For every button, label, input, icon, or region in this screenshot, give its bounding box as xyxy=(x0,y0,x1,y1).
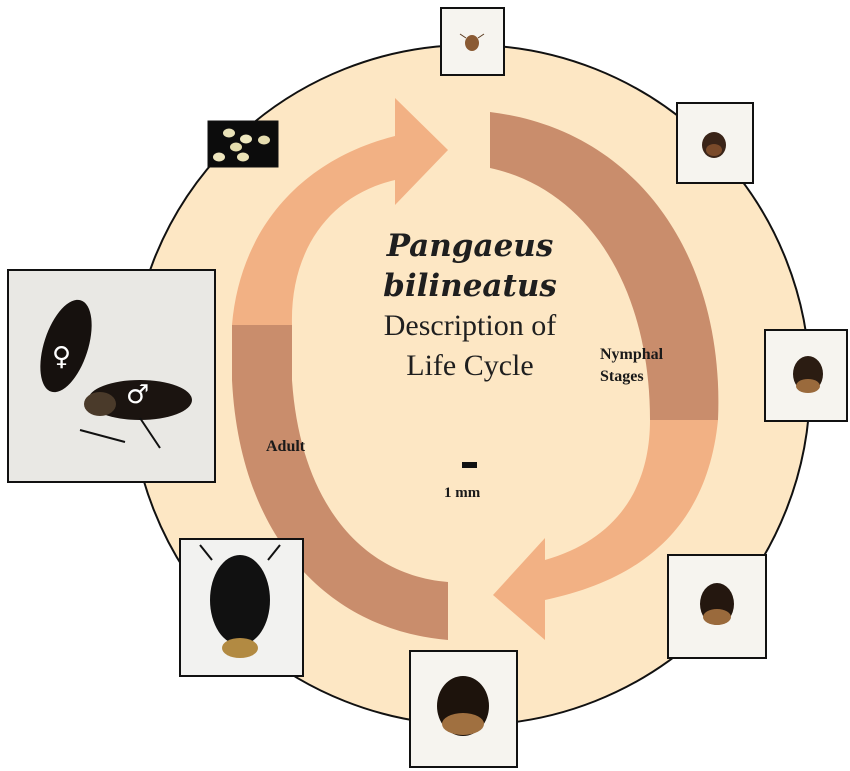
female-symbol: ♀ xyxy=(52,342,71,372)
scale-bar xyxy=(462,462,477,468)
mating-adults-photo xyxy=(8,270,215,482)
diagram-title: Pangaeus bilineatus Description of Life … xyxy=(330,226,610,386)
nymph-1-photo xyxy=(441,8,504,75)
nymphal-line2: Stages xyxy=(600,368,644,385)
adult-photo xyxy=(180,539,303,676)
adult-label: Adult xyxy=(266,436,305,458)
nymph-3-photo xyxy=(765,330,847,421)
scale-bar-label: 1 mm xyxy=(444,482,480,504)
nymph-4-photo xyxy=(668,555,766,658)
eggs-photo xyxy=(208,121,278,167)
male-symbol: ♂ xyxy=(126,380,149,410)
title-species-line2: bilineatus xyxy=(330,266,610,306)
nymphal-stages-label: Nymphal Stages xyxy=(600,344,663,388)
title-line3: Description of xyxy=(330,306,610,346)
nymph-2-photo xyxy=(677,103,753,183)
title-species-line1: Pangaeus xyxy=(330,226,610,266)
title-line4: Life Cycle xyxy=(330,346,610,386)
nymphal-line1: Nymphal xyxy=(600,346,663,363)
nymph-5-photo xyxy=(410,651,517,767)
